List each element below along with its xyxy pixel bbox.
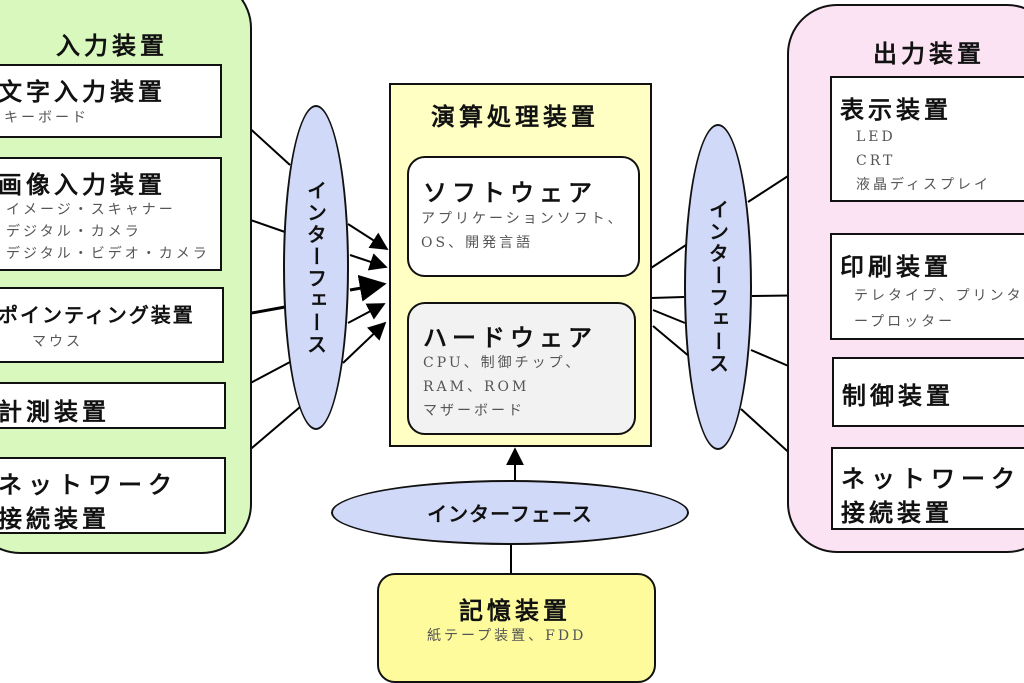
box-title-line: 接続装置 <box>0 505 110 533</box>
interface-label: インターフェース <box>705 199 730 375</box>
hardware-title: ハードウェア <box>423 324 597 352</box>
control-device-box: 制御装置 <box>832 357 1024 427</box>
hardware-detail: マザーボード <box>423 403 525 419</box>
storage-detail: 紙テープ装置、FDD <box>427 628 587 644</box>
software-detail: OS、開発言語 <box>421 235 534 251</box>
display-device-box: 表示装置 LED CRT 液晶ディスプレイ <box>830 76 1024 202</box>
connector-line <box>650 244 687 269</box>
bottom-interface-ellipse: インターフェース <box>331 480 689 545</box>
connector-line <box>652 309 686 324</box>
box-title-line: ネットワーク <box>0 471 178 499</box>
box-detail: マウス <box>32 334 83 350</box>
box-detail: 液晶ディスプレイ <box>856 177 992 193</box>
software-title: ソフトウェア <box>423 179 597 207</box>
box-title: 画像入力装置 <box>0 171 166 199</box>
box-detail: ープロッター <box>854 314 956 330</box>
box-detail: LED <box>856 129 896 145</box>
box-detail: CRT <box>856 153 896 169</box>
measurement-device-box: 計測装置 <box>0 382 226 429</box>
box-title: 制御装置 <box>842 382 954 410</box>
left-interface-ellipse: インターフェース <box>283 105 349 430</box>
text-input-device-box: 文字入力装置 キーボード <box>0 64 222 138</box>
connector-line <box>650 296 685 299</box>
output-panel-title: 出力装置 <box>873 40 985 68</box>
box-title: ポインティング装置 <box>0 303 195 327</box>
software-box: ソフトウェア アプリケーションソフト、 OS、開発言語 <box>407 156 640 277</box>
box-title: 計測装置 <box>0 398 110 426</box>
right-interface-ellipse: インターフェース <box>684 124 752 450</box>
image-input-device-box: 画像入力装置 イメージ・スキャナー デジタル・カメラ デジタル・ビデオ・カメラ <box>0 157 222 271</box>
box-title: 表示装置 <box>840 96 952 124</box>
arrow <box>349 253 388 271</box>
box-title: 印刷装置 <box>840 253 952 281</box>
hardware-detail: CPU、制御チップ、 <box>423 355 583 371</box>
hardware-box: ハードウェア CPU、制御チップ、 RAM、ROM マザーボード <box>407 302 636 435</box>
output-network-device-box: ネットワーク 接続装置 <box>831 447 1024 530</box>
storage-device-box: 記憶装置 紙テープ装置、FDD <box>377 573 656 683</box>
software-detail: アプリケーションソフト、 <box>421 211 625 227</box>
box-title-line: ネットワーク <box>841 465 1021 493</box>
printing-device-box: 印刷装置 テレタイプ、プリンタ ープロッター <box>830 233 1024 340</box>
arrow <box>342 321 387 364</box>
arrow <box>347 303 386 324</box>
input-panel-title: 入力装置 <box>56 32 168 60</box>
input-network-device-box: ネットワーク 接続装置 <box>0 457 226 534</box>
box-title-line: 接続装置 <box>841 499 953 527</box>
pointing-device-box: ポインティング装置 マウス <box>0 287 224 363</box>
box-detail: デジタル・カメラ <box>6 224 142 240</box>
interface-label: インターフェース <box>427 502 593 526</box>
box-title: 文字入力装置 <box>0 78 166 106</box>
connector-line <box>652 325 691 358</box>
interface-label: インターフェース <box>303 179 328 356</box>
arrow <box>347 223 389 250</box>
box-detail: イメージ・スキャナー <box>6 202 176 218</box>
arrow <box>349 274 387 302</box>
box-detail: テレタイプ、プリンタ <box>854 288 1024 304</box>
box-detail: デジタル・ビデオ・カメラ <box>6 246 210 262</box>
cpu-title: 演算処理装置 <box>431 103 599 131</box>
storage-title: 記憶装置 <box>459 597 571 625</box>
box-detail: キーボード <box>4 110 89 126</box>
hardware-detail: RAM、ROM <box>423 379 530 395</box>
